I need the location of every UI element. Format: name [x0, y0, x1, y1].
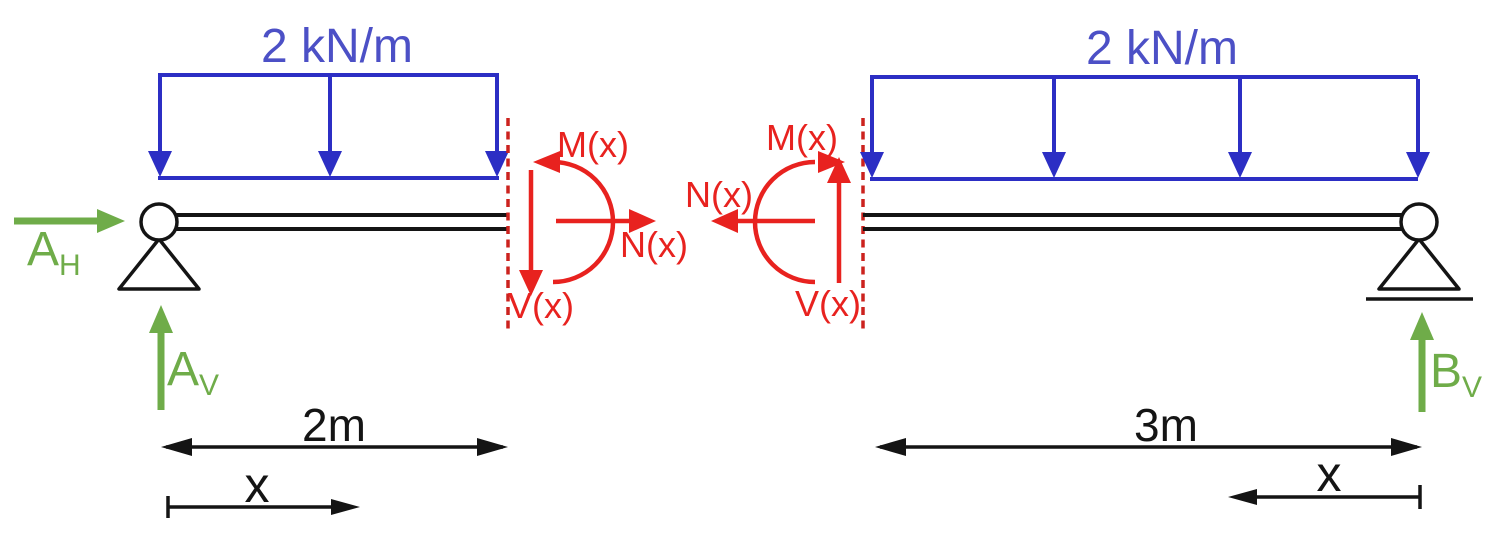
- reaction-ah: AH: [14, 209, 125, 282]
- dimension-label-x-right: x: [1317, 446, 1342, 502]
- cut-section-right: M(x) V(x) N(x): [685, 117, 865, 332]
- load-arrowhead-down-icon: [1042, 152, 1066, 178]
- dimension-span-left: 2m: [161, 399, 508, 456]
- arrowhead-right-icon: [97, 209, 125, 233]
- load-arrowhead-down-icon: [148, 151, 172, 177]
- load-value-label-right: 2 kN/m: [1086, 22, 1238, 75]
- support-hinge-circle: [1399, 202, 1439, 242]
- arrowhead-down-icon: [519, 270, 543, 296]
- normal-label-left: N(x): [620, 224, 688, 265]
- load-arrowhead-down-icon: [318, 151, 342, 177]
- shear-label-right: V(x): [795, 283, 861, 324]
- reaction-label-ah: AH: [27, 223, 81, 282]
- reaction-av: AV: [149, 305, 219, 410]
- arrowhead-right-icon: [331, 499, 360, 515]
- load-arrowhead-down-icon: [1228, 152, 1252, 178]
- dimension-label-2m: 2m: [302, 399, 366, 451]
- arrowhead-left-icon: [161, 438, 192, 456]
- arrowhead-left-icon: [875, 438, 906, 456]
- arrowhead-left-icon: [1228, 489, 1257, 505]
- reaction-label-bv: BV: [1430, 345, 1482, 404]
- arrowhead-right-icon: [629, 209, 656, 233]
- dimension-x-right: x: [1228, 446, 1422, 509]
- moment-label-left: M(x): [557, 124, 629, 165]
- support-triangle: [117, 237, 201, 291]
- arrowhead-right-icon: [818, 151, 845, 173]
- reaction-label-av: AV: [167, 343, 219, 402]
- beam-left: [168, 213, 508, 231]
- dimension-x-left: x: [166, 457, 360, 518]
- arrowhead-up-icon: [1410, 312, 1434, 340]
- moment-label-right: M(x): [766, 117, 838, 158]
- normal-label-right: N(x): [685, 174, 753, 215]
- left-distributed-load: 2 kN/m: [148, 20, 509, 180]
- support-hinge-circle: [139, 202, 179, 242]
- shear-label-left: V(x): [508, 285, 574, 326]
- reaction-bv: BV: [1410, 312, 1482, 412]
- dimension-label-x-left: x: [245, 457, 270, 513]
- cut-section-left: M(x) V(x) N(x): [506, 118, 688, 332]
- arrowhead-right-icon: [1391, 438, 1422, 456]
- right-distributed-load: 2 kN/m: [860, 22, 1430, 181]
- beam-right: [863, 213, 1410, 231]
- dimension-label-3m: 3m: [1134, 399, 1198, 451]
- arrowhead-right-icon: [477, 438, 508, 456]
- dimension-span-right: 3m: [875, 399, 1422, 456]
- roller-support-b: [1366, 202, 1473, 301]
- arrowhead-left-icon: [533, 151, 560, 173]
- load-arrowhead-down-icon: [1406, 152, 1430, 178]
- support-triangle: [1377, 237, 1461, 291]
- load-arrowhead-down-icon: [860, 152, 884, 178]
- pin-support-a: [117, 202, 201, 291]
- arrowhead-left-icon: [711, 209, 738, 233]
- arrowhead-up-icon: [149, 305, 173, 333]
- arrowhead-up-icon: [827, 157, 851, 183]
- load-value-label-left: 2 kN/m: [261, 20, 413, 73]
- load-arrowhead-down-icon: [485, 151, 509, 177]
